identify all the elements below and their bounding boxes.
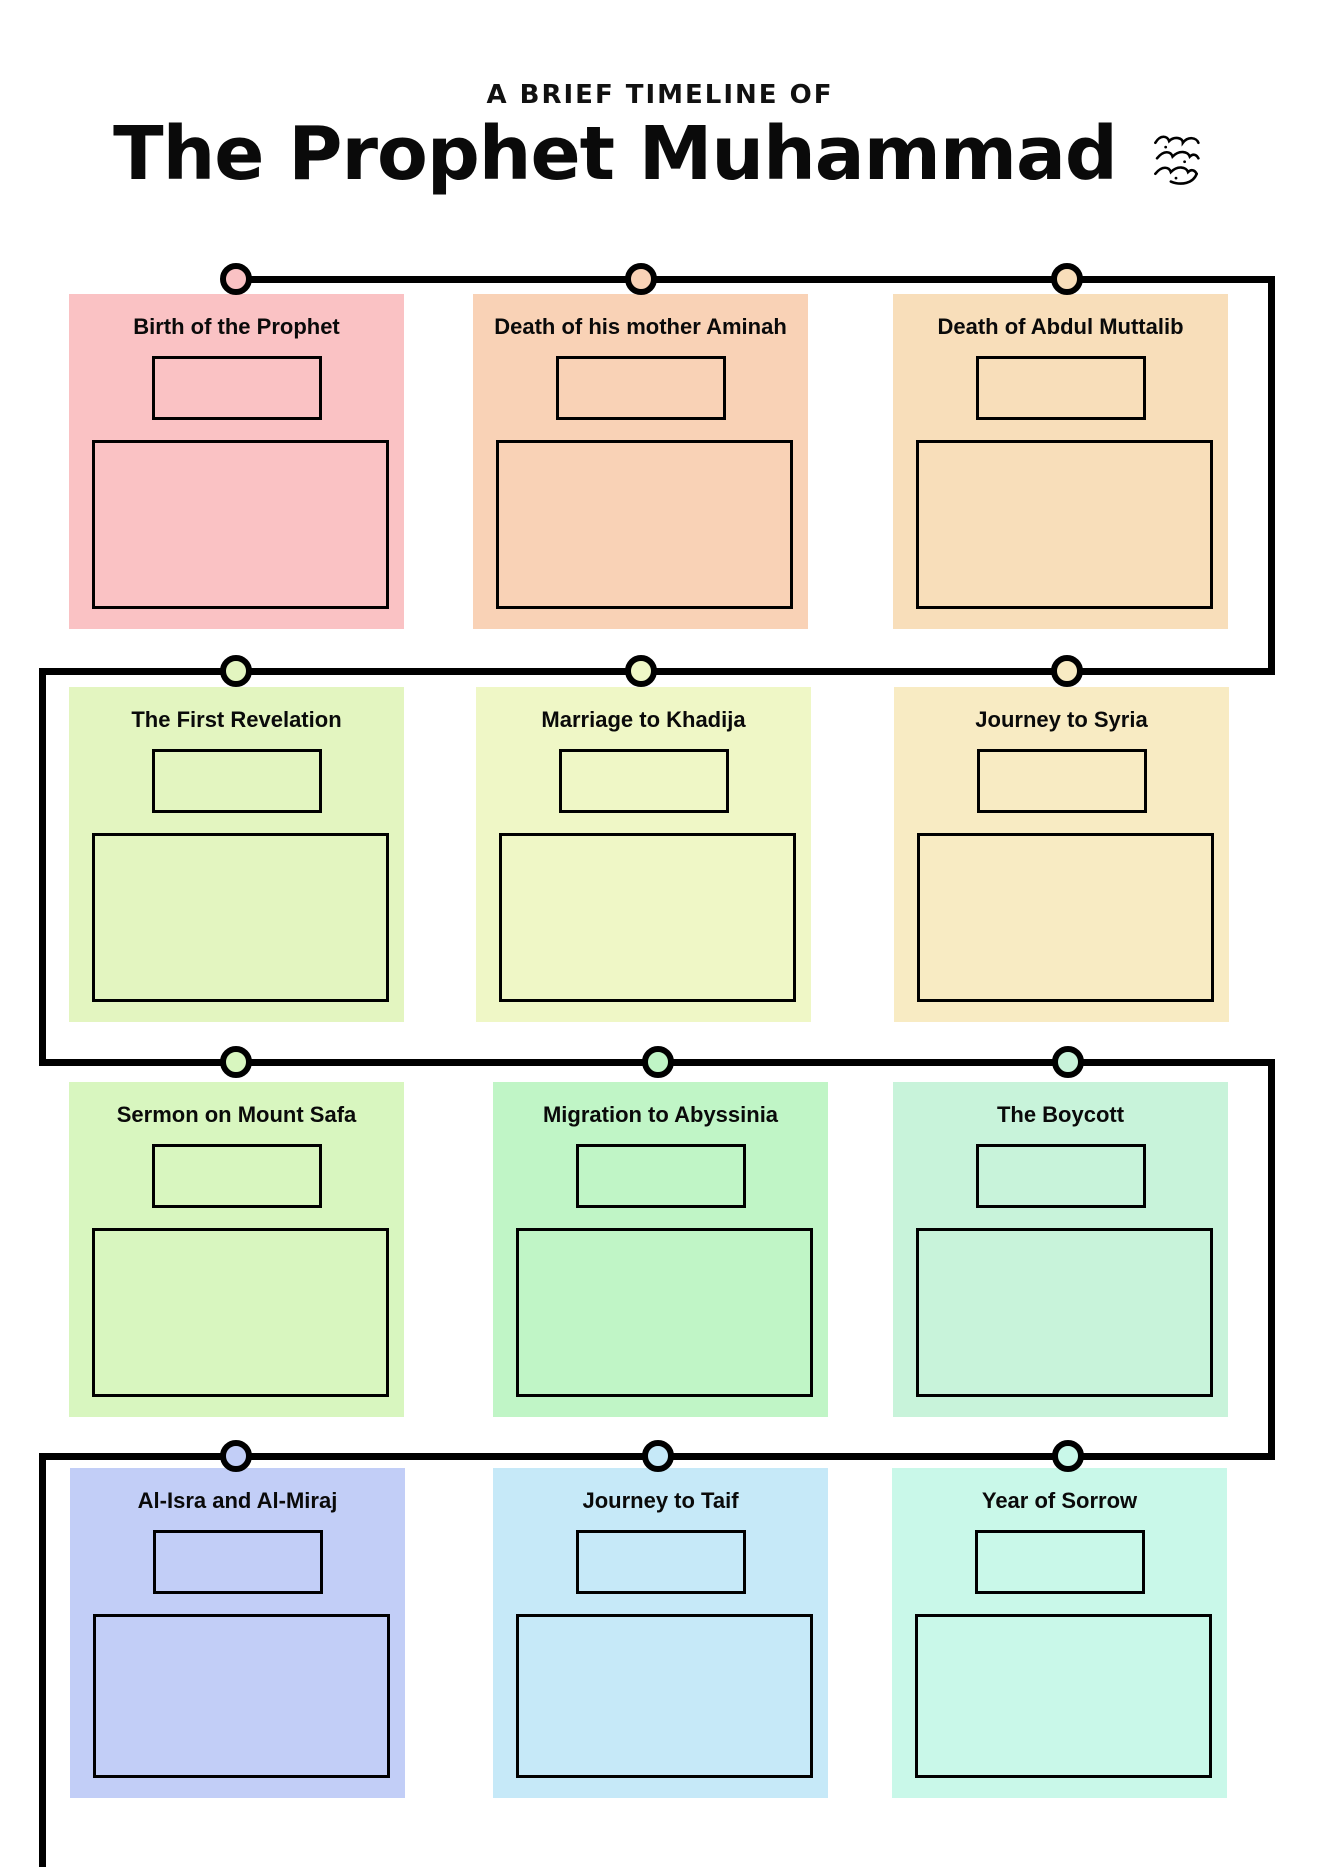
event-card-year-of-sorrow: Year of Sorrow xyxy=(892,1468,1227,1798)
timeline-node xyxy=(642,1440,674,1472)
timeline-line-right-1 xyxy=(1267,275,1275,675)
timeline-node xyxy=(220,655,252,687)
event-description-box xyxy=(516,1614,813,1778)
event-title: Birth of the Prophet xyxy=(133,314,340,339)
event-year-box xyxy=(575,1144,746,1208)
event-year-box xyxy=(151,749,322,813)
event-year-box xyxy=(558,749,729,813)
event-card-journey-to-taif: Journey to Taif xyxy=(493,1468,828,1798)
event-title: The Boycott xyxy=(996,1102,1125,1127)
event-title: The First Revelation xyxy=(131,707,342,732)
event-year-box xyxy=(555,356,726,420)
event-card-sermon-on-mount-safa: Sermon on Mount Safa xyxy=(69,1082,404,1417)
timeline-node xyxy=(625,655,657,687)
event-year-box xyxy=(151,1144,322,1208)
timeline-line-row-1 xyxy=(236,275,1275,283)
timeline-node xyxy=(642,1046,674,1078)
event-title: Journey to Taif xyxy=(582,1488,739,1513)
timeline-node xyxy=(1051,263,1083,295)
event-year-box xyxy=(976,749,1147,813)
sallallahu-alayhi-wasallam-icon xyxy=(1153,135,1200,185)
title-row: The Prophet Muhammad xyxy=(0,111,1320,197)
timeline-node xyxy=(220,1440,252,1472)
event-description-box xyxy=(92,1228,389,1397)
event-title: Marriage to Khadija xyxy=(541,707,746,732)
timeline-node xyxy=(1052,1046,1084,1078)
event-description-box xyxy=(93,1614,390,1778)
timeline-node xyxy=(220,1046,252,1078)
event-title: Death of his mother Aminah xyxy=(494,314,787,339)
event-card-the-boycott: The Boycott xyxy=(893,1082,1228,1417)
event-description-box xyxy=(92,833,389,1002)
timeline-line-left-1 xyxy=(38,667,46,1066)
event-description-box xyxy=(92,440,389,609)
event-description-box xyxy=(916,1228,1213,1397)
event-card-birth-of-the-prophet: Birth of the Prophet xyxy=(69,294,404,629)
event-description-box xyxy=(496,440,793,609)
event-card-first-revelation: The First Revelation xyxy=(69,687,404,1022)
event-year-box xyxy=(975,356,1146,420)
event-year-box xyxy=(974,1530,1145,1594)
timeline-line-left-2 xyxy=(38,1452,46,1867)
event-title: Migration to Abyssinia xyxy=(542,1102,779,1127)
event-title: Sermon on Mount Safa xyxy=(116,1102,357,1127)
event-description-box xyxy=(915,1614,1212,1778)
event-card-death-of-abdul-muttalib: Death of Abdul Muttalib xyxy=(893,294,1228,629)
event-year-box xyxy=(152,1530,323,1594)
timeline-node xyxy=(1052,1440,1084,1472)
event-year-box xyxy=(151,356,322,420)
timeline-node xyxy=(625,263,657,295)
timeline-line-right-2 xyxy=(1267,1058,1275,1460)
event-year-box xyxy=(575,1530,746,1594)
event-title: Death of Abdul Muttalib xyxy=(937,314,1184,339)
event-card-marriage-to-khadija: Marriage to Khadija xyxy=(476,687,811,1022)
event-title: Journey to Syria xyxy=(975,707,1148,732)
event-description-box xyxy=(499,833,796,1002)
event-description-box xyxy=(516,1228,813,1397)
event-card-journey-to-syria: Journey to Syria xyxy=(894,687,1229,1022)
timeline-node xyxy=(220,263,252,295)
event-card-death-of-mother-aminah: Death of his mother Aminah xyxy=(473,294,808,629)
event-description-box xyxy=(916,440,1213,609)
event-card-al-isra-and-al-miraj: Al-Isra and Al-Miraj xyxy=(70,1468,405,1798)
timeline-node xyxy=(1051,655,1083,687)
event-year-box xyxy=(975,1144,1146,1208)
event-title: Al-Isra and Al-Miraj xyxy=(137,1488,338,1513)
kicker-text: A BRIEF TIMELINE OF xyxy=(486,80,834,110)
event-title: Year of Sorrow xyxy=(981,1488,1138,1513)
event-card-migration-to-abyssinia: Migration to Abyssinia xyxy=(493,1082,828,1417)
event-description-box xyxy=(917,833,1214,1002)
page-title: The Prophet Muhammad xyxy=(113,111,1118,197)
